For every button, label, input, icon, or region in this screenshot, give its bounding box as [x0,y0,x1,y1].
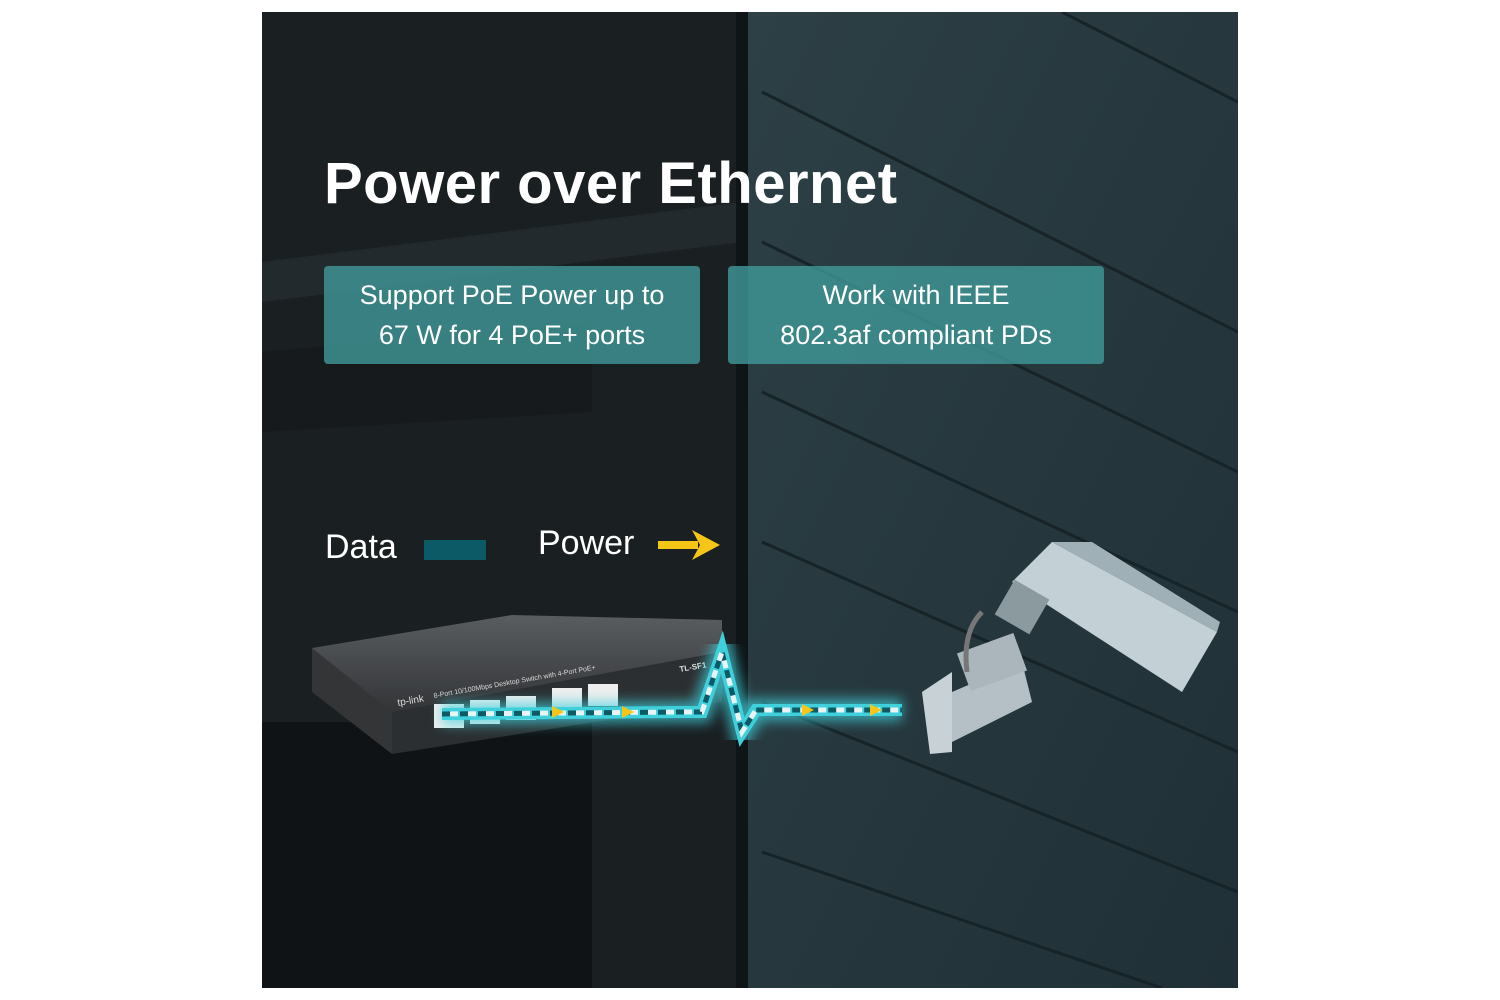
feature-line: 67 W for 4 PoE+ ports [378,320,646,350]
page-title: Power over Ethernet [324,151,898,216]
legend-data-label: Data [325,528,397,566]
svg-text:tp-link: tp-link [397,693,426,709]
feature-line: 802.3af compliant PDs [780,320,1052,350]
feature-line: Support PoE Power up to [359,280,665,310]
feature-box-poe-power: Support PoE Power up to 67 W for 4 PoE+ … [324,266,700,364]
background-illustration: tp-link 8-Port 10/100Mbps Desktop Switch… [262,12,1238,988]
cable-glow [441,612,902,760]
legend-power-label: Power [538,524,635,562]
poe-banner: tp-link 8-Port 10/100Mbps Desktop Switch… [262,12,1238,988]
feature-box-ieee: Work with IEEE 802.3af compliant PDs [728,266,1104,364]
feature-line: Work with IEEE [822,280,1010,310]
power-arrows [552,704,882,718]
legend-data-swatch [424,540,486,560]
security-camera [922,542,1220,754]
arrow-right-icon [658,530,720,560]
